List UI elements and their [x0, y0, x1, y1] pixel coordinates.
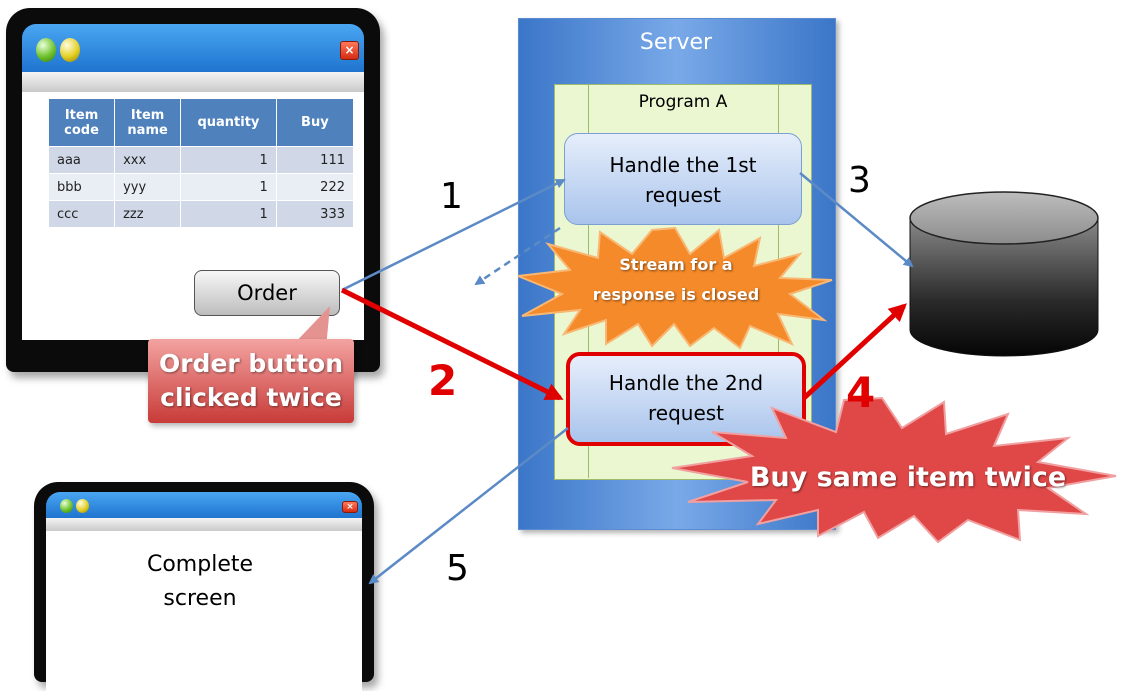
arrow-step-1	[341, 178, 566, 292]
table-cell: 333	[275, 200, 355, 228]
step-3-label: 3	[848, 160, 871, 201]
table-cell: 1	[180, 146, 277, 174]
header-item-name: Item name	[114, 98, 182, 147]
buy-twice-burst	[671, 396, 1117, 544]
buy-twice-text: Buy same item twice	[749, 462, 1067, 493]
table-row: bbb yyy 1 222	[47, 173, 355, 201]
table-cell: 1	[180, 200, 277, 228]
header-quantity: quantity	[180, 98, 277, 147]
server-label: Server	[639, 30, 713, 55]
complete-window-menu-strip	[46, 518, 362, 531]
complete-line-1: Complete	[146, 552, 254, 577]
header-buy: Buy	[275, 98, 355, 147]
complete-window-body	[46, 531, 362, 691]
callout-line-2: clicked twice	[160, 383, 342, 412]
step-5-label: 5	[446, 548, 469, 589]
green-dot-icon	[36, 38, 56, 62]
items-table: Item code Item name quantity Buy aaa xxx…	[47, 98, 355, 228]
request-1-box: Handle the 1st request	[564, 133, 802, 225]
request-1-line-1: Handle the 1st	[609, 153, 757, 177]
step-2-label: 2	[428, 356, 458, 405]
table-cell: ccc	[47, 200, 116, 228]
flow-arrows	[340, 172, 914, 585]
order-window-titlebar: ×	[22, 24, 364, 72]
request-1-line-2: request	[644, 183, 722, 207]
order-button[interactable]: Order	[194, 270, 340, 316]
arrow-step-4	[802, 303, 907, 400]
step-4-label: 4	[846, 368, 876, 417]
request-2-box: Handle the 2nd request	[566, 352, 806, 446]
table-row: ccc zzz 1 333	[47, 200, 355, 228]
complete-window-titlebar: ×	[46, 492, 362, 518]
table-cell: 1	[180, 173, 277, 201]
stream-closed-text: Stream for a response is closed	[570, 250, 782, 310]
arrow-response-closed	[474, 226, 561, 286]
arrow-step-5	[368, 427, 569, 585]
yellow-dot-icon	[60, 38, 80, 62]
table-row: aaa xxx 1 111	[47, 146, 355, 174]
stream-line-1: Stream for a	[619, 255, 733, 274]
complete-window: ×	[34, 482, 374, 691]
step-1-label: 1	[440, 176, 463, 217]
complete-line-2: screen	[163, 586, 237, 611]
stream-closed-burst	[517, 226, 833, 350]
complete-screen-label: Complete screen	[100, 548, 300, 616]
program-a-label: Program A	[638, 92, 728, 112]
callout-tail	[290, 306, 330, 348]
green-dot-icon	[60, 499, 73, 513]
arrow-step-3	[799, 172, 914, 268]
request-2-line-1: Handle the 2nd	[608, 371, 764, 395]
table-cell: 222	[275, 173, 355, 201]
yellow-dot-icon	[76, 499, 89, 513]
table-cell: xxx	[114, 146, 182, 174]
header-item-code: Item code	[47, 98, 116, 147]
order-window-menu-strip	[22, 72, 364, 92]
request-2-line-2: request	[647, 401, 725, 425]
close-icon[interactable]: ×	[340, 41, 359, 60]
table-cell: 111	[275, 146, 355, 174]
table-cell: zzz	[114, 200, 182, 228]
arrow-step-2	[340, 287, 564, 401]
callout-line-1: Order button	[158, 349, 344, 378]
stream-line-2: response is closed	[592, 285, 760, 304]
table-cell: yyy	[114, 173, 182, 201]
close-icon[interactable]: ×	[342, 501, 358, 513]
order-clicked-twice-callout: Order button clicked twice	[148, 339, 354, 423]
database-icon	[909, 191, 1099, 357]
